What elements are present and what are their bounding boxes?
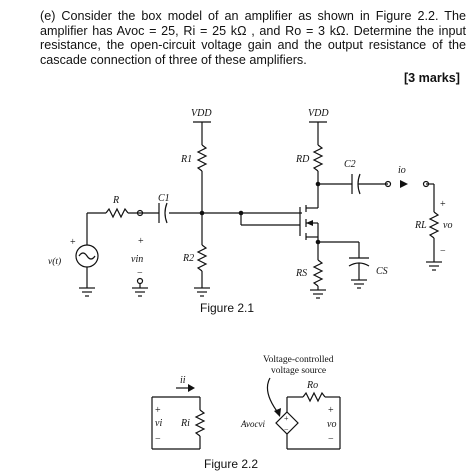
io-label: io (398, 165, 406, 176)
vo-label: vo (327, 419, 336, 430)
vdd-left-label: VDD (191, 108, 212, 119)
vin-plus: + (138, 236, 144, 247)
c1-label: C1 (158, 193, 170, 204)
dep-source-minus: − (284, 425, 289, 434)
source-plus: + (70, 237, 76, 248)
vcvs-caption-line1: Voltage-controlled (263, 355, 334, 365)
rl-label: RL (414, 220, 427, 231)
cs-label: CS (376, 266, 388, 277)
r1-label: R1 (180, 154, 192, 165)
ii-label: ii (180, 375, 186, 386)
vin-label: vin (131, 254, 143, 265)
vin-minus: − (137, 268, 143, 279)
vi-minus: − (155, 434, 161, 445)
vo-label: vo (443, 220, 452, 231)
vdd-right-label: VDD (308, 108, 329, 119)
marks-label: [3 marks] (403, 71, 460, 85)
vcvs-caption-line2: voltage source (271, 366, 326, 376)
r-label: R (112, 195, 119, 206)
vo-minus: − (440, 246, 446, 257)
rs-label: RS (295, 268, 307, 279)
ro-label: Ro (306, 380, 318, 391)
dep-source-plus: + (284, 414, 289, 423)
c2-label: C2 (344, 159, 356, 170)
figure-2-2-caption: Figure 2.2 (204, 457, 258, 471)
ri-label: Ri (180, 418, 190, 429)
avoc-vi-label: Avocvi (240, 419, 265, 429)
vo-plus: + (328, 405, 334, 416)
source-label: v(t) (48, 256, 61, 267)
vi-label: vi (155, 418, 162, 429)
question-text: (e) Consider the box model of an amplifi… (40, 9, 466, 67)
vo-minus: − (328, 434, 334, 445)
figure-2-1-caption: Figure 2.1 (200, 301, 254, 315)
r2-label: R2 (182, 253, 194, 264)
vo-plus: + (440, 199, 446, 210)
rd-label: RD (295, 154, 310, 165)
vi-plus: + (155, 405, 161, 416)
